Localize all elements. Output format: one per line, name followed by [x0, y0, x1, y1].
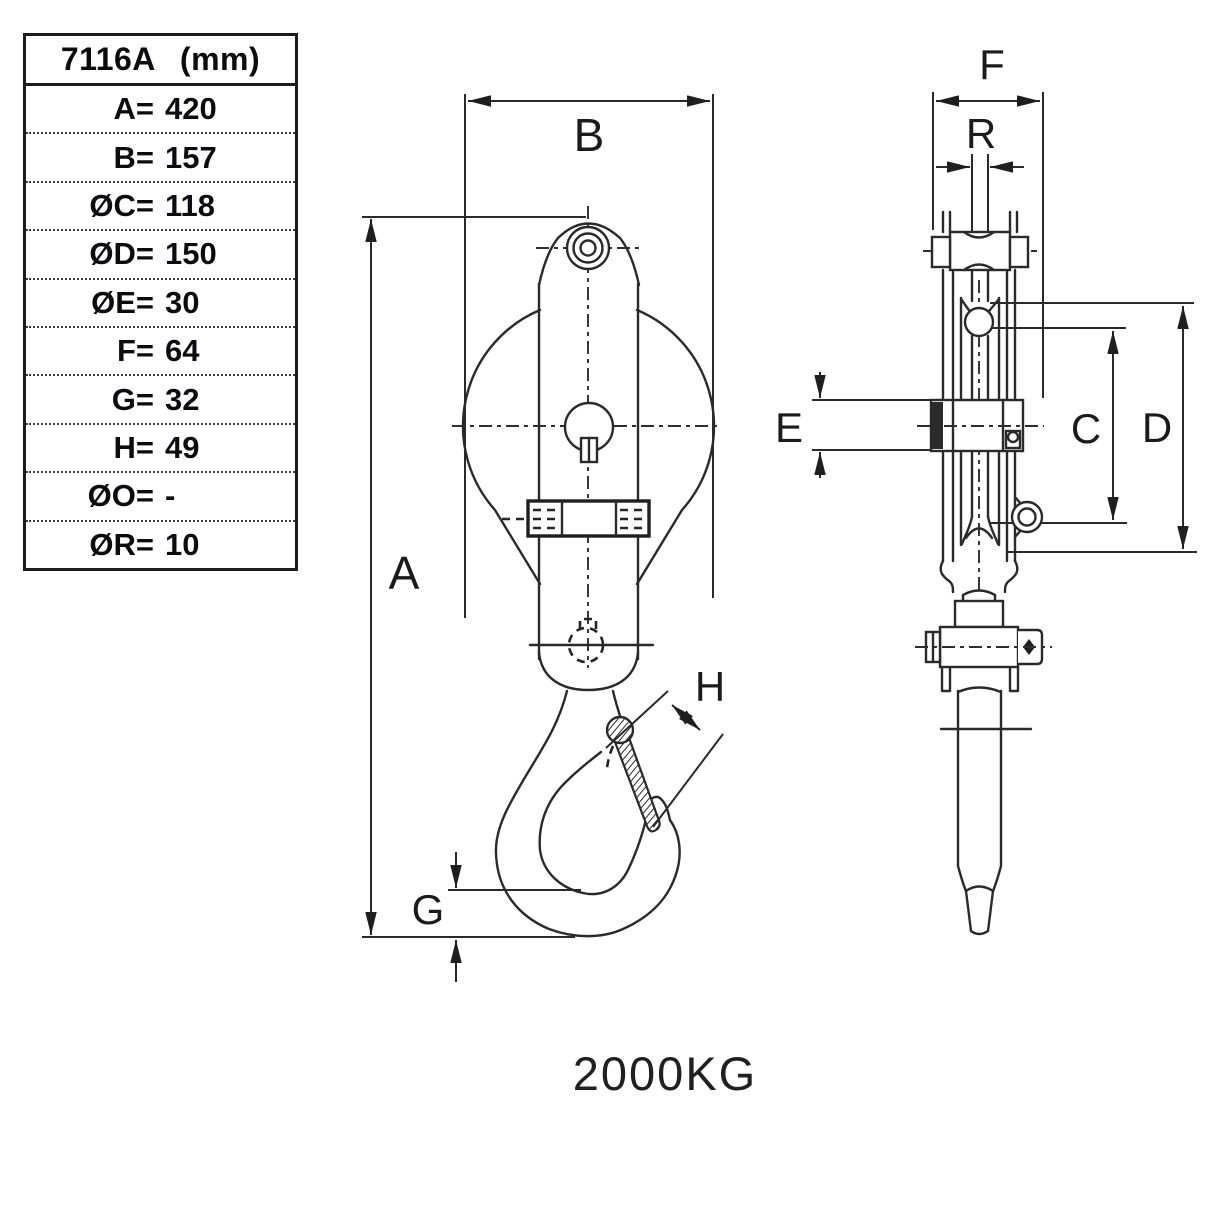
- spec-row-value: 118: [165, 188, 216, 224]
- dim-g: G: [412, 852, 581, 982]
- spec-row-value: 420: [165, 91, 217, 127]
- cheek-bottom: [939, 559, 1019, 594]
- spec-row: G= 32: [26, 374, 295, 422]
- spec-row: H= 49: [26, 422, 295, 471]
- dim-label-a: A: [389, 547, 420, 599]
- swivel-crosshead: [915, 589, 1052, 693]
- dim-label-f: F: [979, 41, 1005, 88]
- dim-label-d: D: [1142, 404, 1172, 451]
- spec-row-label: ØE=: [91, 284, 154, 320]
- rope-hole: [963, 306, 995, 338]
- spec-row-label: ØO=: [87, 478, 154, 514]
- spec-unit: (mm): [179, 41, 261, 77]
- hub-boss: [917, 398, 1044, 453]
- side-view: F R: [775, 41, 1197, 936]
- spec-row: F= 64: [26, 326, 295, 374]
- dim-e: E: [775, 372, 930, 478]
- axle-hole: [563, 401, 615, 464]
- dim-label-g: G: [412, 886, 445, 933]
- spec-row: ØO=-: [26, 471, 295, 519]
- spec-row-label: A=: [113, 91, 155, 127]
- spec-row-label: ØC=: [89, 188, 154, 224]
- spec-row-value: -: [165, 478, 176, 514]
- spec-row: ØC= 118: [26, 180, 295, 229]
- spec-row: ØD= 150: [26, 229, 295, 277]
- top-hole: [536, 225, 641, 271]
- spec-row-label: G=: [111, 381, 154, 417]
- spec-row-value: 30: [165, 284, 200, 320]
- spec-row-value: 10: [165, 526, 200, 562]
- spec-title: 7116A: [60, 41, 156, 77]
- dim-h: H: [605, 663, 725, 828]
- front-view: B A: [362, 94, 725, 982]
- strap-sides: [537, 282, 640, 661]
- hook-shank-side: [939, 686, 1033, 936]
- spec-row-value: 150: [165, 236, 217, 272]
- dim-d: D: [990, 302, 1197, 553]
- dim-b: B: [464, 94, 714, 618]
- wheel-arc-left: [461, 308, 542, 586]
- dim-label-b: B: [574, 109, 605, 161]
- dim-label-e: E: [775, 404, 803, 451]
- spec-row: A= 420: [26, 86, 295, 132]
- spec-row: B= 157: [26, 132, 295, 180]
- dim-label-h: H: [695, 663, 725, 710]
- spec-row-value: 32: [165, 381, 200, 417]
- trunnion-dome: [961, 589, 997, 601]
- spec-row-value: 49: [165, 430, 200, 466]
- swivel-pin: [528, 617, 655, 664]
- spec-row: ØR= 10: [26, 519, 295, 568]
- spec-row-label: ØD=: [89, 236, 154, 272]
- capacity-label: 2000KG: [572, 1047, 758, 1100]
- spec-table-header: 7116A (mm): [26, 36, 295, 86]
- latch-pivot: [605, 715, 635, 745]
- strap-arch: [537, 222, 641, 287]
- safety-latch: [605, 715, 661, 833]
- latch-strip: [613, 733, 661, 833]
- dim-label-r: R: [966, 110, 996, 157]
- groove-bottom: [960, 515, 1000, 546]
- spec-row-label: B=: [113, 139, 155, 175]
- hook-outline: [494, 689, 681, 938]
- spec-row: ØE= 30: [26, 277, 295, 326]
- side-eye: [1010, 495, 1044, 539]
- spec-row-label: ØR=: [89, 526, 154, 562]
- spec-row-value: 64: [165, 333, 200, 369]
- spec-row-value: 157: [165, 139, 217, 175]
- dim-f: F: [932, 41, 1044, 398]
- wheel-arc-right: [635, 308, 716, 586]
- spec-row-label: F=: [116, 333, 154, 369]
- dim-r: R: [936, 110, 1024, 232]
- becket-clamp: [502, 499, 651, 538]
- dim-label-c: C: [1071, 405, 1101, 452]
- dim-a: A: [362, 216, 586, 938]
- body-throat: [537, 650, 640, 692]
- spec-row-label: H=: [113, 430, 155, 466]
- top-shackle-pin: [923, 230, 1037, 272]
